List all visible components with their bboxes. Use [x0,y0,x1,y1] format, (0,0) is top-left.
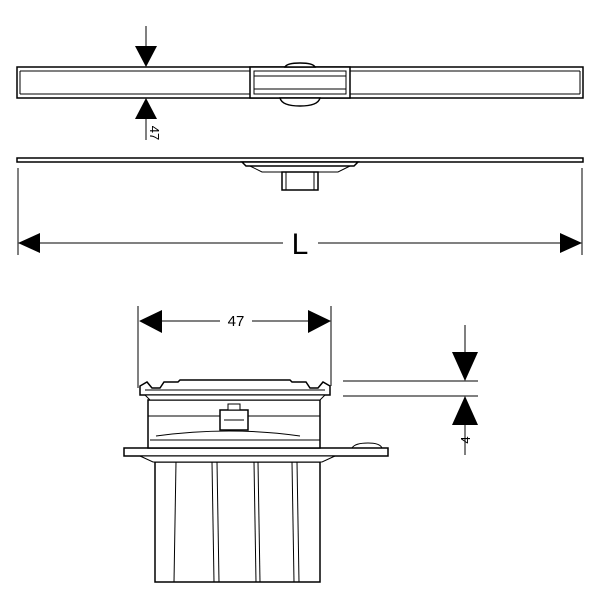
length-label: L [292,228,309,261]
section-view [123,379,389,583]
section-width-dimension: 47 [137,306,332,388]
channel-side-view [16,157,584,191]
outlet-bulb [279,97,321,107]
top-height-dimension: 47 [135,26,162,140]
length-dimension: L [17,168,583,261]
outlet-housing [154,461,321,583]
flange-plate [123,447,389,457]
top-height-label: 47 [147,126,162,140]
section-thickness-dimension: 4 [343,325,478,455]
section-width-label: 47 [228,313,245,330]
channel-top-view [16,62,584,107]
top-cover [139,379,331,396]
drain-body-center [249,66,351,99]
section-thickness-label: 4 [458,436,473,443]
side-outlet [281,171,319,191]
